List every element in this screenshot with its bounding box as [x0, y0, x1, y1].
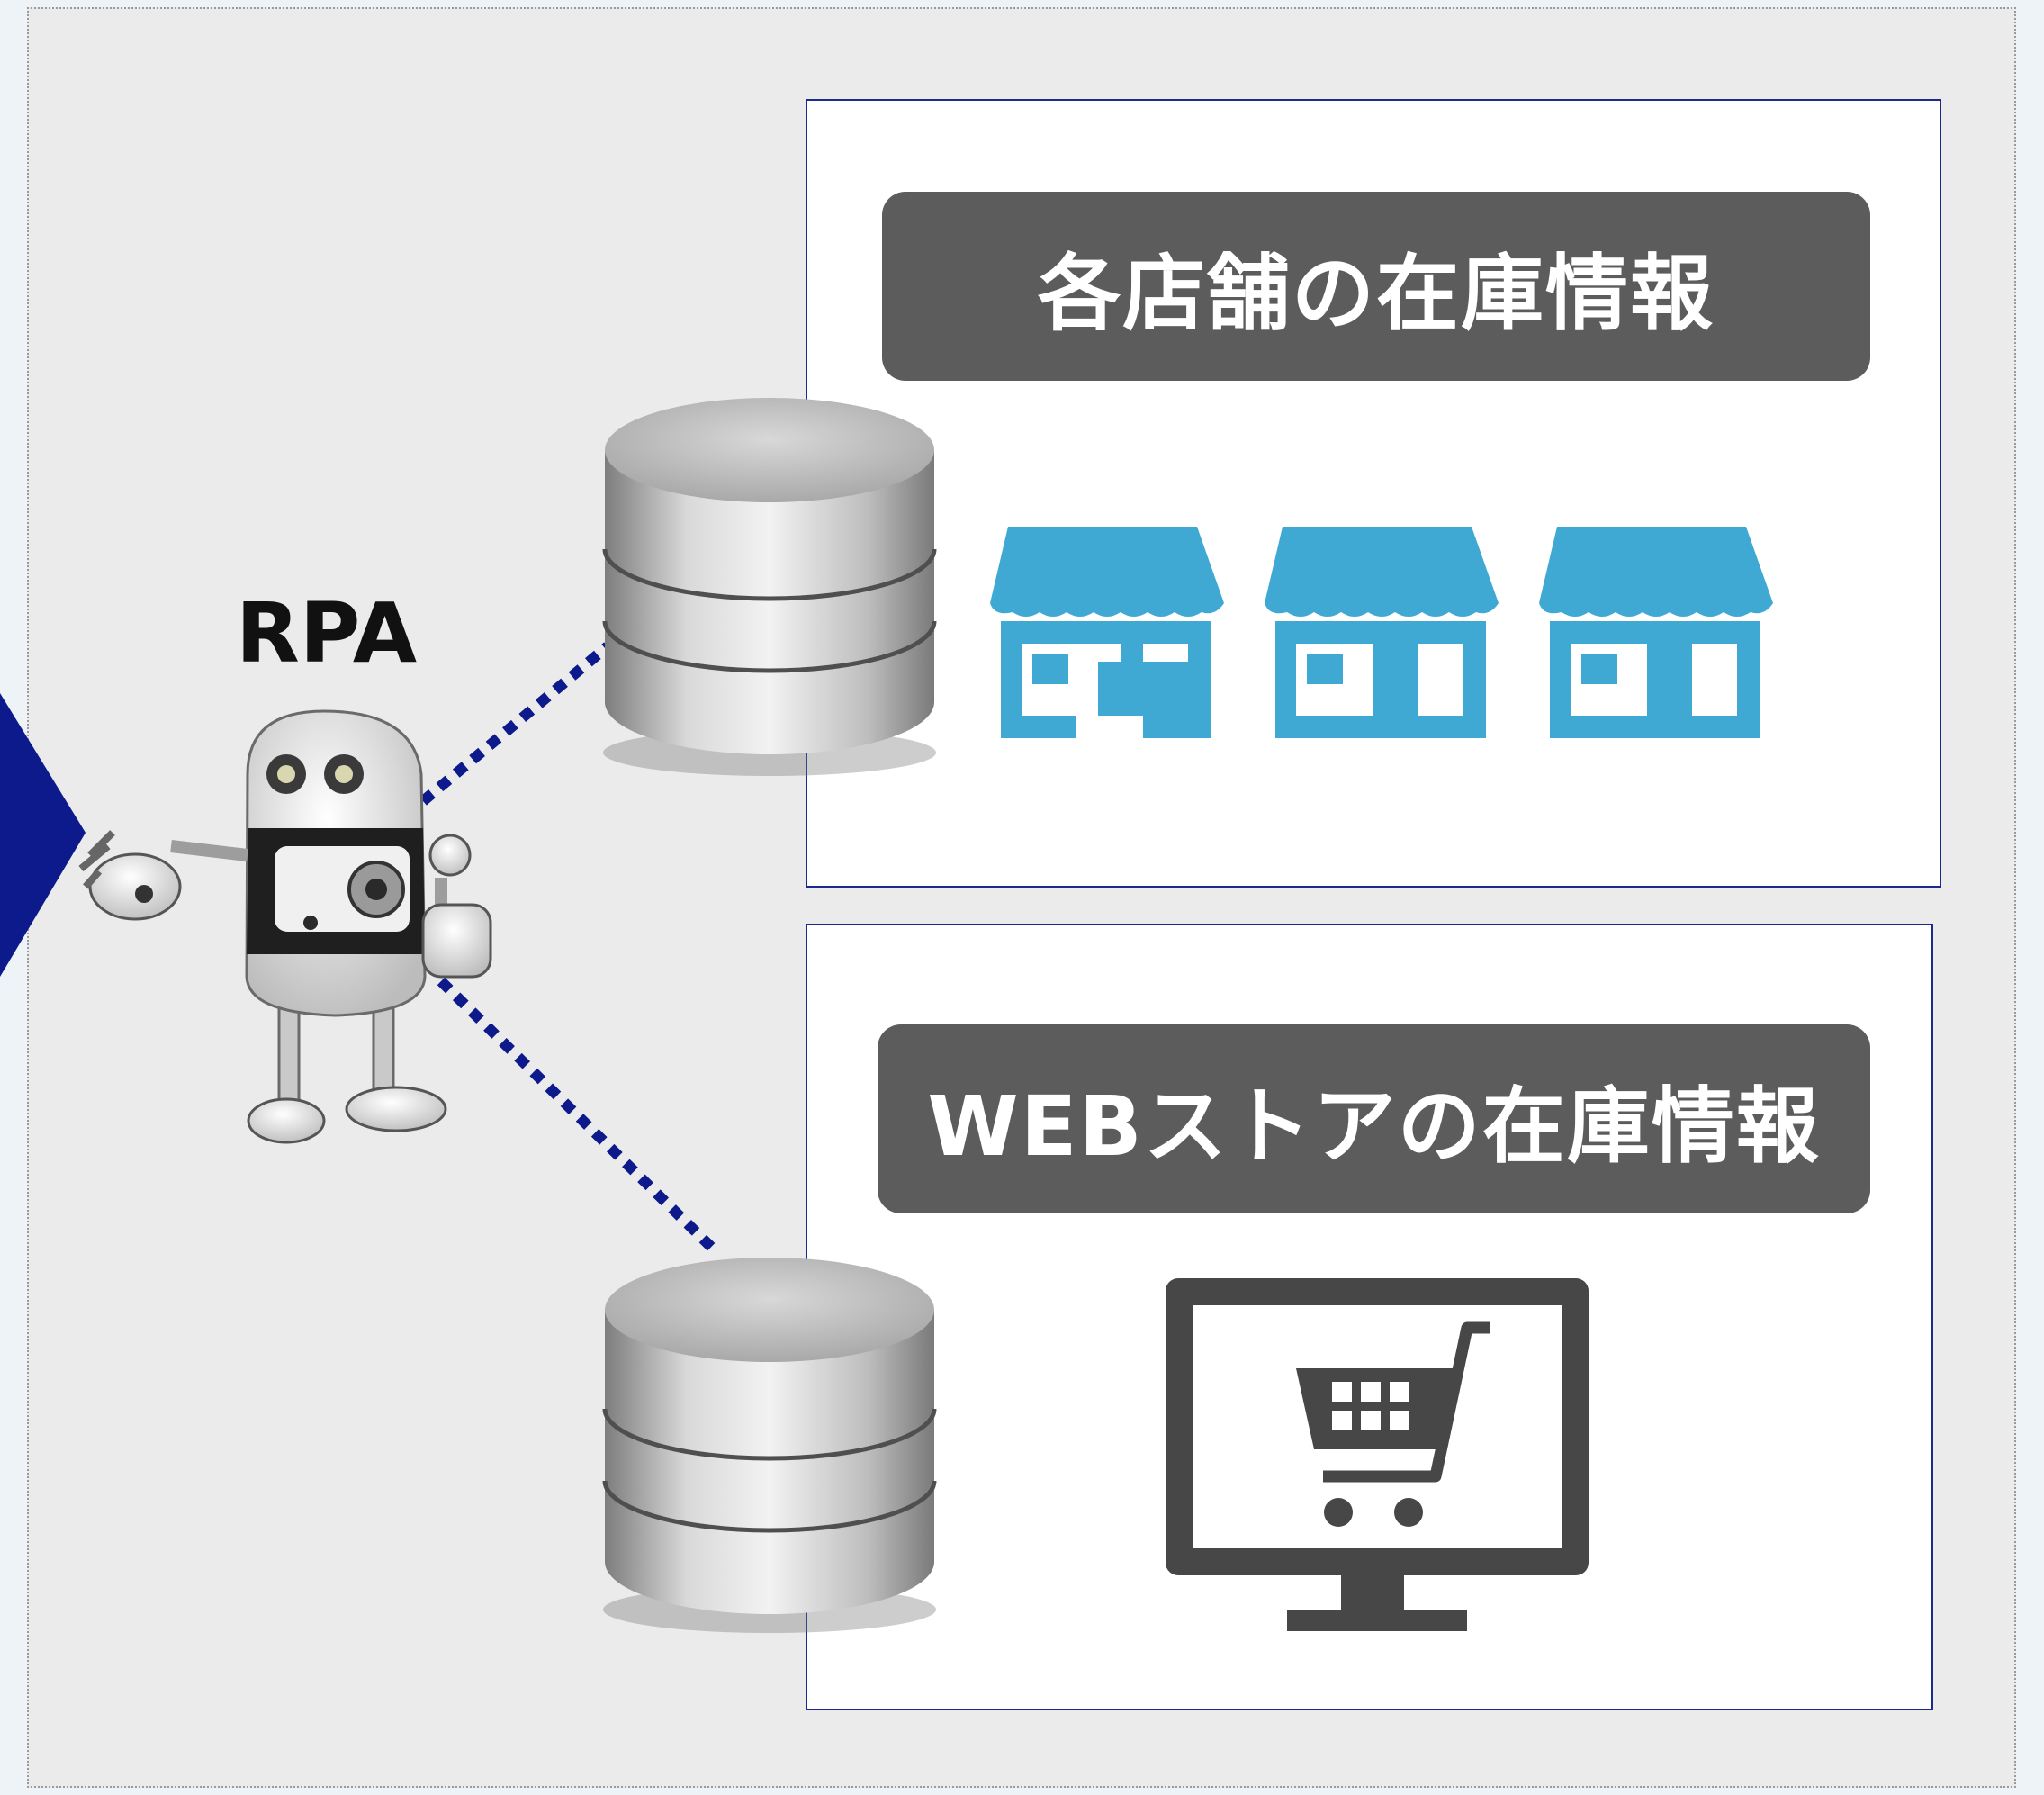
- chevron-arrow: [0, 693, 86, 977]
- store-icon: [990, 527, 1224, 738]
- web-store-title: WEBストアの在庫情報: [878, 1024, 1870, 1213]
- connector-line-bottom: [437, 977, 720, 1256]
- store-icon: [1265, 527, 1499, 738]
- store-icon: [1539, 527, 1773, 738]
- computer-cart-icon: [1166, 1278, 1589, 1631]
- stores-title: 各店舗の在庫情報: [882, 192, 1870, 381]
- database-icon-web: [602, 1258, 937, 1633]
- robot-icon: [78, 709, 492, 1144]
- rpa-label: RPA: [236, 585, 418, 681]
- connector-line-top: [419, 642, 611, 806]
- database-icon-stores: [602, 398, 937, 776]
